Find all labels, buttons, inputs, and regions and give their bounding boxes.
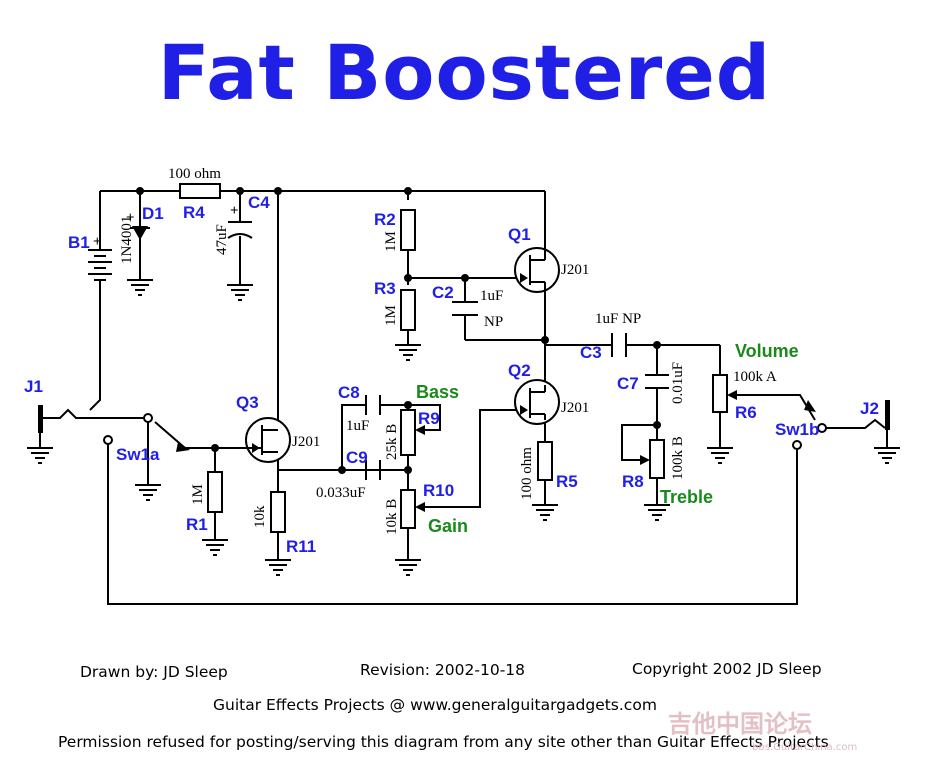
sw1b-ref: Sw1b	[775, 420, 819, 439]
r5-value: 100 ohm	[519, 447, 535, 500]
j1-ref: J1	[24, 377, 43, 396]
r11-ref: R11	[286, 537, 316, 556]
r6-ref: R6	[735, 403, 757, 422]
c8-ref: C8	[338, 383, 360, 402]
c2-value: 1uF	[480, 288, 503, 304]
r9-ref: R9	[418, 409, 440, 428]
junctions	[136, 187, 661, 474]
r4-ref: R4	[183, 203, 205, 222]
permission-notice: Permission refused for posting/serving t…	[58, 733, 829, 751]
d1-value: 1N4001	[119, 216, 135, 264]
labels: 100 ohm R4 D1 1N4001 C4 47uF B1 R2 1M R3…	[24, 166, 879, 556]
c7-ref: C7	[617, 374, 639, 393]
c3-value: 1uF NP	[595, 311, 641, 327]
svg-text:+: +	[126, 210, 135, 226]
r8-value: 100k B	[670, 436, 686, 480]
q3-ref: Q3	[236, 393, 259, 412]
q2-value: J201	[561, 400, 589, 416]
r10-ref: R10	[423, 481, 454, 500]
q2-ref: Q2	[508, 361, 531, 380]
diagram-title: Fat Boostered	[157, 28, 772, 117]
r3-ref: R3	[374, 279, 396, 298]
r5-ref: R5	[556, 472, 578, 491]
q1-ref: Q1	[508, 225, 531, 244]
svg-text:+: +	[93, 234, 102, 250]
b1-ref: B1	[68, 233, 90, 252]
q1-value: J201	[561, 262, 589, 278]
gain-label: Gain	[428, 516, 468, 536]
copyright: Copyright 2002 JD Sleep	[632, 660, 822, 678]
q3-value: J201	[292, 434, 320, 450]
revision: Revision: 2002-10-18	[360, 661, 526, 679]
r10-value: 10k B	[384, 499, 400, 535]
wires	[38, 190, 886, 605]
r6-value: 100k A	[733, 369, 777, 385]
c2-np: NP	[484, 314, 503, 330]
volume-label: Volume	[735, 341, 799, 361]
r4-value: 100 ohm	[168, 166, 221, 182]
j2-ref: J2	[860, 399, 879, 418]
bass-label: Bass	[416, 382, 459, 402]
r1-value: 1M	[190, 484, 206, 505]
r3-value: 1M	[383, 305, 399, 326]
treble-label: Treble	[660, 487, 713, 507]
d1-ref: D1	[142, 204, 164, 223]
c9-value: 0.033uF	[316, 485, 366, 501]
watermark-logo: 吉他中国论坛	[668, 710, 812, 738]
r2-value: 1M	[383, 231, 399, 252]
r11-value: 10k	[252, 505, 268, 528]
r8-ref: R8	[622, 472, 644, 491]
watermark-url: bbs.GuitarChina.com	[752, 742, 858, 753]
c8-value: 1uF	[346, 418, 369, 434]
c4-ref: C4	[248, 193, 270, 212]
c7-value: 0.01uF	[670, 362, 686, 404]
c3-ref: C3	[580, 343, 602, 362]
site-credit: Guitar Effects Projects @ www.generalgui…	[213, 696, 657, 714]
drawn-by: Drawn by: JD Sleep	[80, 663, 228, 681]
r1-ref: R1	[186, 515, 208, 534]
components: + + +	[38, 183, 890, 533]
r2-ref: R2	[374, 210, 396, 229]
c4-value: 47uF	[214, 224, 230, 255]
svg-text:+: +	[230, 203, 239, 219]
sw1a-ref: Sw1a	[116, 445, 160, 464]
c9-ref: C9	[346, 448, 368, 467]
c2-ref: C2	[432, 283, 454, 302]
r9-value: 25k B	[384, 424, 400, 460]
